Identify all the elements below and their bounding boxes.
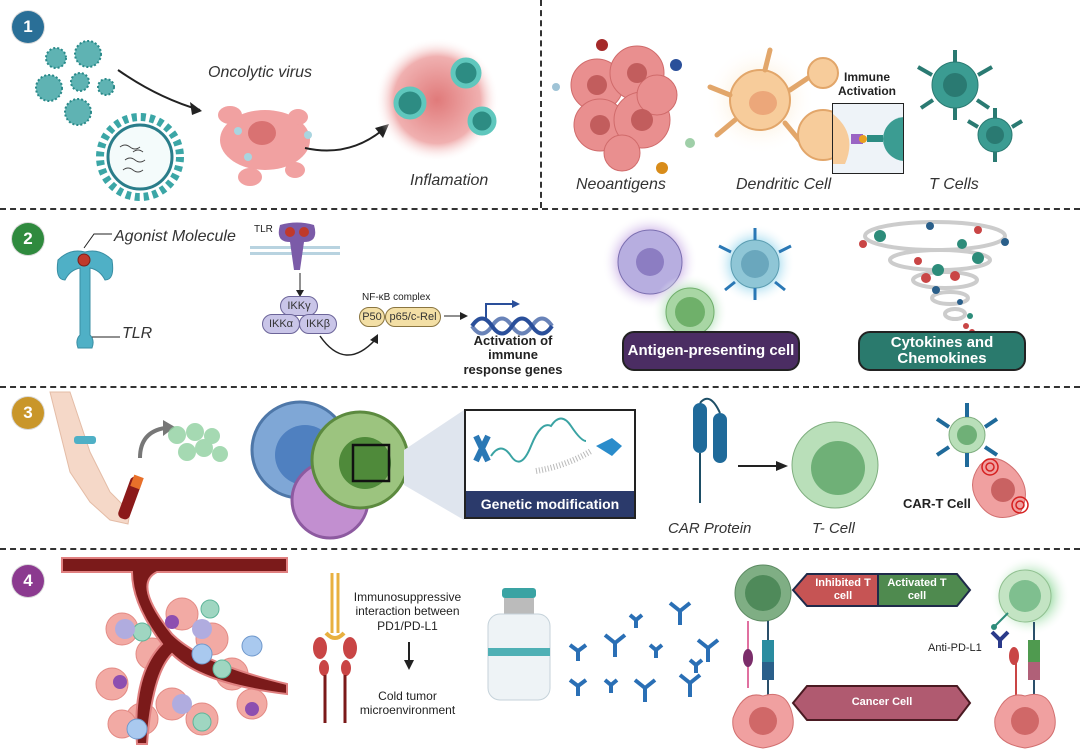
tlr-pointer-line [92, 336, 120, 338]
ikk-beta-pill: IKKβ [299, 314, 337, 334]
inhibited-t-cell-label: Inhibited T cell [815, 577, 871, 602]
chromosome-dna-icon [473, 417, 622, 474]
inflamation-label: Inflamation [410, 172, 489, 189]
panel-divider-1-2 [0, 208, 1080, 210]
tlr-label: TLR [122, 325, 153, 342]
dna-helix-icon [470, 300, 554, 336]
neoantigens-label: Neoantigens [576, 176, 666, 193]
panel-1-number-badge: 1 [12, 11, 44, 43]
immune-cells-icon [250, 400, 410, 540]
tumor-microenvironment-icon [61, 557, 288, 745]
neoantigens-tumor-icon [552, 39, 695, 174]
cancer-cell-arrow: Cancer Cell [791, 685, 972, 721]
antigen-presenting-cells-icon [602, 214, 795, 350]
immune-activation-inset [832, 103, 904, 174]
p65-pill: p65/c-Rel [385, 307, 441, 327]
panel-divider-3-4 [0, 548, 1080, 550]
extraction-arrow-icon [138, 420, 175, 459]
inflamed-tumor-icon [375, 38, 499, 162]
arm-blood-draw-icon [49, 391, 144, 525]
drug-vial-icon [487, 588, 551, 701]
cytokines-chemokines-box: Cytokines and Chemokines [858, 331, 1026, 371]
tlr-down-arrow-icon [296, 273, 304, 297]
anti-pd-l1-label: Anti-PD-L1 [928, 642, 982, 654]
agonist-molecule-label: Agonist Molecule [114, 228, 236, 245]
membrane-tlr-icon [250, 222, 340, 270]
tumor-cell-icon [218, 106, 312, 186]
immunosuppressive-label: Immunosuppressive interaction between PD… [353, 590, 462, 633]
ikk-alpha-pill: IKKα [262, 314, 300, 334]
t-cell-cluster-icon [168, 423, 228, 462]
genetic-modification-label: Genetic modification [466, 491, 634, 517]
t-cells-label: T Cells [929, 176, 979, 193]
ikk-to-nfkb-arrow-icon [319, 334, 378, 356]
t-cells-icon [917, 50, 1024, 162]
t-cell-label: T- Cell [812, 520, 855, 537]
car-to-t-cell-arrow-icon [738, 461, 788, 471]
tlr-small-label: TLR [254, 224, 273, 235]
antibodies-icon [568, 601, 720, 702]
pd1-pdl1-receptor-icon [313, 573, 357, 723]
infection-arrow-icon [117, 69, 202, 115]
cold-tumor-label: Cold tumor microenvironment [359, 689, 456, 718]
dendritic-cell-label: Dendritic Cell [736, 176, 832, 193]
car-t-cell-label: CAR-T Cell [903, 496, 971, 511]
panel-divider-2-3 [0, 386, 1080, 388]
car-protein-label: CAR Protein [668, 520, 752, 537]
car-protein-icon [693, 397, 727, 503]
oncolytic-virus-label: Oncolytic virus [208, 64, 313, 81]
car-t-cell-attacking-icon [935, 403, 1029, 518]
zoom-cone-icon [404, 410, 464, 520]
p50-pill: P50 [359, 307, 385, 327]
panel-4-number-badge: 4 [12, 565, 44, 597]
genetic-modification-panel: Genetic modification [464, 409, 636, 519]
t-cell-icon [791, 421, 879, 509]
agonist-pointer-line [83, 233, 112, 249]
nfkb-to-dna-arrow-icon [444, 312, 468, 320]
activation-genes-label: Activation of immune response genes [463, 333, 563, 377]
nfkb-complex-label: NF-κB complex [362, 292, 431, 303]
activated-t-cell-label: Activated T cell [887, 577, 947, 602]
panel-1-vertical-divider [540, 0, 542, 208]
antigen-presenting-cell-box: Antigen-presenting cell [622, 331, 800, 371]
virus-cluster-icon [35, 40, 115, 126]
oncolytic-virus-particle-icon [96, 113, 184, 201]
cancer-cell-label: Cancer Cell [851, 696, 913, 708]
inhibited-t-cell-icon [732, 564, 794, 749]
panel-2-number-badge: 2 [12, 223, 44, 255]
activated-t-cell-icon [990, 556, 1070, 749]
panel-3-number-badge: 3 [12, 397, 44, 429]
synapse-icon [833, 114, 903, 164]
down-arrow-icon [404, 642, 414, 670]
ikk-gamma-pill: IKKγ [280, 296, 318, 316]
tlr-receptor-icon [56, 250, 114, 349]
cytokine-tornado-icon [859, 220, 1009, 335]
t-cell-state-arrow: Inhibited T cell Activated T cell [791, 573, 972, 607]
anti-pd-l1-antibody-icon [990, 630, 1010, 648]
immune-activation-label: Immune Activation [837, 70, 896, 99]
